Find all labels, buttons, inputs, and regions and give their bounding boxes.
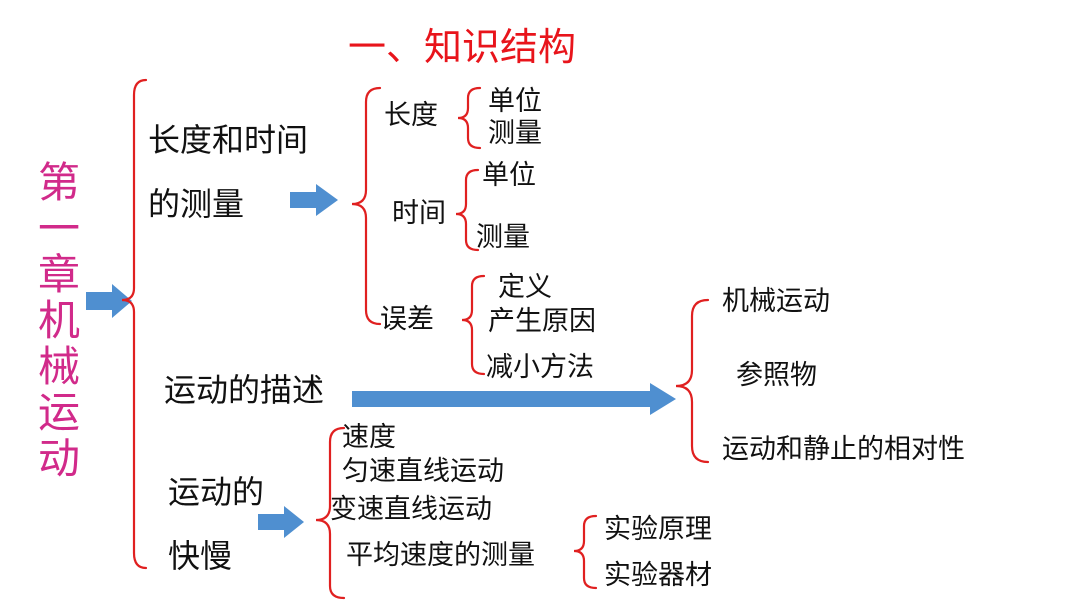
branch-motion-speed-line2: 快慢	[168, 537, 233, 575]
brace-main	[121, 78, 148, 570]
motion-speed-item: 速度	[342, 422, 396, 453]
error-item: 产生原因	[488, 306, 596, 337]
page-title: 一、知识结构	[348, 25, 577, 69]
brace-length	[457, 86, 482, 150]
avg-speed-item: 实验原理	[604, 514, 712, 545]
chapter-title: 第一章 机械运动	[37, 158, 80, 483]
brace-length-time	[351, 86, 382, 326]
avg-speed-item: 实验器材	[604, 560, 712, 591]
error-item: 定义	[498, 272, 552, 303]
motion-description-item: 运动和静止的相对性	[722, 434, 965, 465]
error-item: 减小方法	[486, 352, 594, 383]
branch-length-time-line2: 的测量	[148, 185, 245, 223]
length-item: 测量	[488, 118, 542, 149]
motion-speed-item: 匀速直线运动	[342, 456, 504, 487]
branch-length-time-line1: 长度和时间	[148, 121, 309, 159]
brace-time	[455, 168, 480, 252]
time-item: 单位	[482, 160, 536, 191]
node-error: 误差	[380, 304, 434, 335]
arrow-motion-speed	[258, 506, 304, 538]
arrow-length-time	[290, 184, 338, 216]
motion-speed-item: 变速直线运动	[330, 494, 492, 525]
node-length: 长度	[384, 100, 438, 131]
node-time: 时间	[392, 198, 446, 229]
brace-avg-speed	[573, 514, 598, 590]
arrow-chapter	[86, 284, 132, 318]
motion-description-item: 参照物	[736, 360, 817, 391]
arrow-motion-description	[352, 383, 676, 415]
motion-description-item: 机械运动	[722, 286, 830, 317]
branch-motion-description: 运动的描述	[164, 371, 325, 409]
motion-speed-item: 平均速度的测量	[346, 540, 535, 571]
brace-motion-description	[675, 298, 710, 464]
branch-motion-speed-line1: 运动的	[168, 473, 265, 511]
brace-motion-speed	[315, 426, 346, 600]
brace-error	[461, 274, 486, 376]
time-item: 测量	[476, 222, 530, 253]
length-item: 单位	[488, 86, 542, 117]
